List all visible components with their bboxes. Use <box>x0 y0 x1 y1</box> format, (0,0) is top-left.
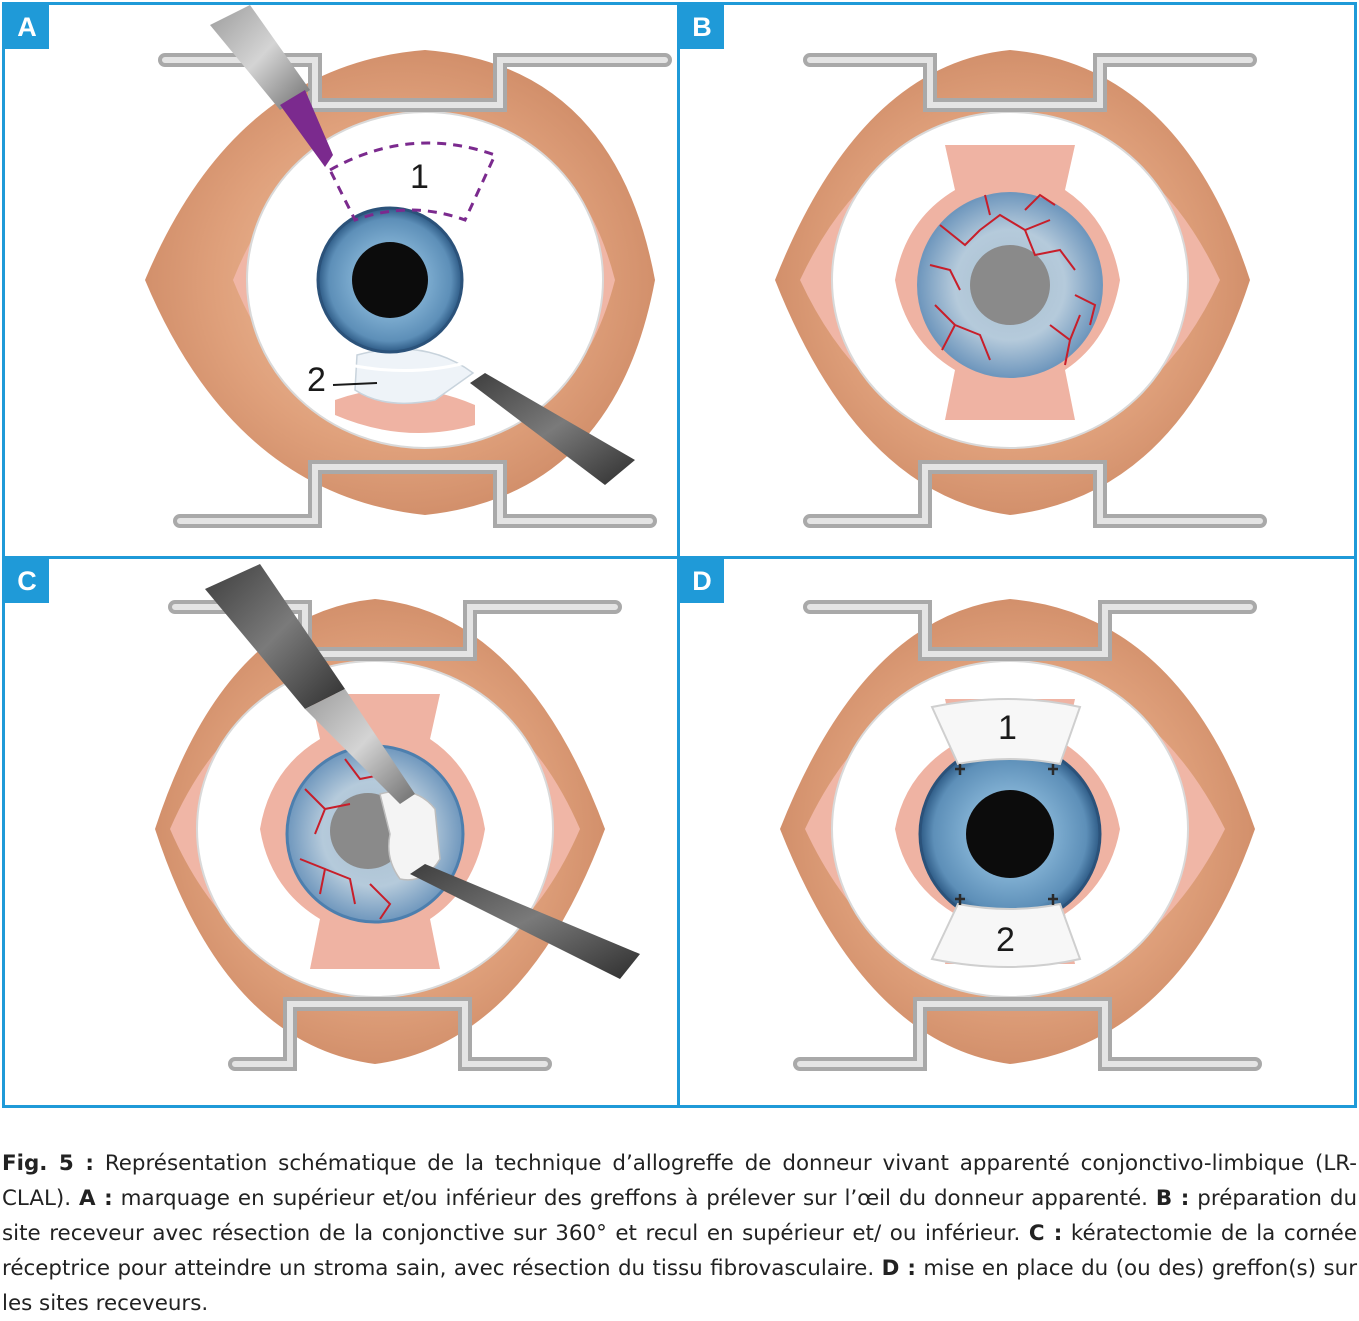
graft-label-2: 2 <box>307 361 326 399</box>
forceps <box>470 373 635 485</box>
scalpel-neck <box>305 689 415 804</box>
caption-b-text: préparation du site receveur avec résect… <box>2 1186 1357 1246</box>
forceps <box>410 864 640 979</box>
graft-label-1: 1 <box>410 158 429 196</box>
panel-a-tag: A <box>5 5 49 49</box>
pupil <box>352 242 428 318</box>
scalpel-handle <box>205 564 345 709</box>
graft-1 <box>930 698 1082 766</box>
panel-b-tag: B <box>680 5 724 49</box>
graft-marking-1 <box>328 141 498 222</box>
caption-d-label: D : <box>881 1256 916 1281</box>
panel-a-illustration: 1 2 <box>145 5 672 528</box>
panel-a: A 1 2 <box>2 2 680 559</box>
graft-label-2: 2 <box>996 921 1015 959</box>
pupil <box>970 245 1050 325</box>
caption-d-text: mise en place du (ou des) greffon(s) sur… <box>2 1256 1357 1316</box>
graft-marking-2 <box>349 361 466 373</box>
panel-c-tag: C <box>5 559 49 603</box>
panel-c-illustration <box>155 564 640 1071</box>
figure-caption: Fig. 5 : Représentation schématique de l… <box>2 1146 1357 1321</box>
panel-d: D 1 2 <box>677 556 1357 1108</box>
caption-a-text: marquage en supérieur et/ou inférieur de… <box>112 1186 1156 1211</box>
caption-a-label: A : <box>78 1186 113 1211</box>
graft-label-1: 1 <box>998 709 1017 747</box>
pupil <box>966 790 1054 878</box>
marker-pen-tip <box>280 90 333 167</box>
panel-d-illustration: 1 2 <box>780 599 1262 1071</box>
marker-pen-body <box>210 5 310 110</box>
fig-label: Fig. 5 : <box>2 1151 94 1176</box>
lifted-graft-bed <box>335 388 475 433</box>
vessels <box>929 193 1097 366</box>
sutures <box>955 764 1058 905</box>
caption-c-text: kératectomie de la cornée réceptrice pou… <box>2 1221 1357 1281</box>
panel-b: B <box>677 2 1357 559</box>
panel-d-tag: D <box>680 559 724 603</box>
panel-c: C <box>2 556 680 1108</box>
figure: A 1 2 B <box>2 2 1357 1108</box>
caption-b-label: B : <box>1155 1186 1190 1211</box>
graft-2 <box>930 902 1082 968</box>
graft-2-leader <box>332 382 378 386</box>
caption-c-label: C : <box>1028 1221 1063 1246</box>
panel-b-illustration <box>775 50 1267 528</box>
caption-intro: Représentation schématique de la techniq… <box>2 1151 1357 1211</box>
